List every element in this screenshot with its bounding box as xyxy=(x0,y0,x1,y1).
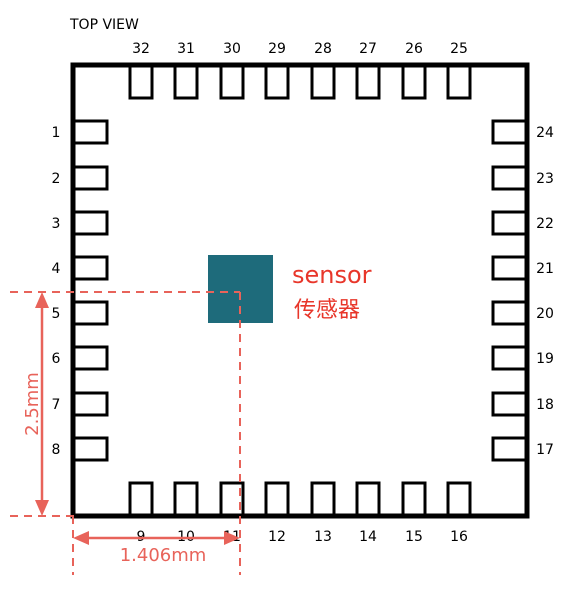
pin-label-17: 17 xyxy=(536,442,554,458)
pin-label-15: 15 xyxy=(405,529,423,545)
pad-bottom-15 xyxy=(401,481,427,517)
pin-label-1: 1 xyxy=(52,125,61,141)
dim-vertical-arrow-top xyxy=(35,292,49,308)
pad-top-29 xyxy=(264,64,290,100)
pad-left-5 xyxy=(72,300,109,326)
pin-label-19: 19 xyxy=(536,351,554,367)
pin-label-24: 24 xyxy=(536,125,554,141)
pin-label-7: 7 xyxy=(52,397,61,413)
pad-bottom-16 xyxy=(446,481,472,517)
pad-right-18 xyxy=(491,391,528,417)
pin-label-27: 27 xyxy=(359,41,377,57)
pin-label-5: 5 xyxy=(52,306,61,322)
pin-label-30: 30 xyxy=(223,41,241,57)
pad-left-7 xyxy=(72,391,109,417)
pad-top-26 xyxy=(401,64,427,100)
pad-top-31 xyxy=(173,64,199,100)
pad-right-20 xyxy=(491,300,528,326)
pin-label-31: 31 xyxy=(177,41,195,57)
pads-top: 32 31 30 29 28 27 26 25 xyxy=(128,41,472,100)
pad-top-30 xyxy=(219,64,245,100)
pad-bottom-9 xyxy=(128,481,154,517)
pad-bottom-13 xyxy=(310,481,336,517)
pin-label-16: 16 xyxy=(450,529,468,545)
pads-bottom: 910111213141516 xyxy=(128,481,472,545)
pad-left-8 xyxy=(72,436,109,462)
pad-right-24 xyxy=(491,119,528,145)
pin-label-13: 13 xyxy=(314,529,332,545)
pin-label-12: 12 xyxy=(268,529,286,545)
pin-label-2: 2 xyxy=(52,171,61,187)
pad-left-2 xyxy=(72,165,109,191)
pad-bottom-14 xyxy=(355,481,381,517)
pin-label-3: 3 xyxy=(52,216,61,232)
pin-label-20: 20 xyxy=(536,306,554,322)
pin-label-18: 18 xyxy=(536,397,554,413)
pin-label-14: 14 xyxy=(359,529,377,545)
pad-left-6 xyxy=(72,345,109,371)
pad-left-1 xyxy=(72,119,109,145)
pin-label-26: 26 xyxy=(405,41,423,57)
pad-right-22 xyxy=(491,210,528,236)
pin-label-4: 4 xyxy=(52,261,61,277)
dim-vertical-arrow-bottom xyxy=(35,500,49,516)
pad-top-25 xyxy=(446,64,472,100)
view-title: TOP VIEW xyxy=(69,17,139,33)
pad-right-17 xyxy=(491,436,528,462)
pad-bottom-11 xyxy=(219,481,245,517)
pad-bottom-10 xyxy=(173,481,199,517)
dim-vertical-label: 2.5mm xyxy=(22,372,43,436)
pads-left: 1 2 3 4 5 6 7 8 xyxy=(52,119,109,462)
dimension-annotations: 2.5mm 1.406mm xyxy=(10,291,241,575)
pad-bottom-12 xyxy=(264,481,290,517)
pads-right: 24 23 22 21 20 19 18 17 xyxy=(491,119,554,462)
pad-right-23 xyxy=(491,165,528,191)
pad-top-27 xyxy=(355,64,381,100)
sensor-label-cn: 传感器 xyxy=(294,298,360,323)
dim-horizontal-label: 1.406mm xyxy=(120,545,207,566)
pin-label-21: 21 xyxy=(536,261,554,277)
pad-top-28 xyxy=(310,64,336,100)
pad-right-19 xyxy=(491,345,528,371)
pad-left-3 xyxy=(72,210,109,236)
pin-label-23: 23 xyxy=(536,171,554,187)
sensor-label-en: sensor xyxy=(292,261,372,289)
pin-label-6: 6 xyxy=(52,351,61,367)
pin-label-29: 29 xyxy=(268,41,286,57)
dim-horizontal-arrow-left xyxy=(73,531,89,545)
package-outline xyxy=(70,62,530,519)
pin-label-22: 22 xyxy=(536,216,554,232)
pin-label-28: 28 xyxy=(314,41,332,57)
dim-horizontal-arrow-right xyxy=(224,531,240,545)
pin-label-25: 25 xyxy=(450,41,468,57)
pin-label-8: 8 xyxy=(52,442,61,458)
pad-left-4 xyxy=(72,255,109,281)
pin-label-32: 32 xyxy=(132,41,150,57)
pad-right-21 xyxy=(491,255,528,281)
pad-top-32 xyxy=(128,64,154,100)
